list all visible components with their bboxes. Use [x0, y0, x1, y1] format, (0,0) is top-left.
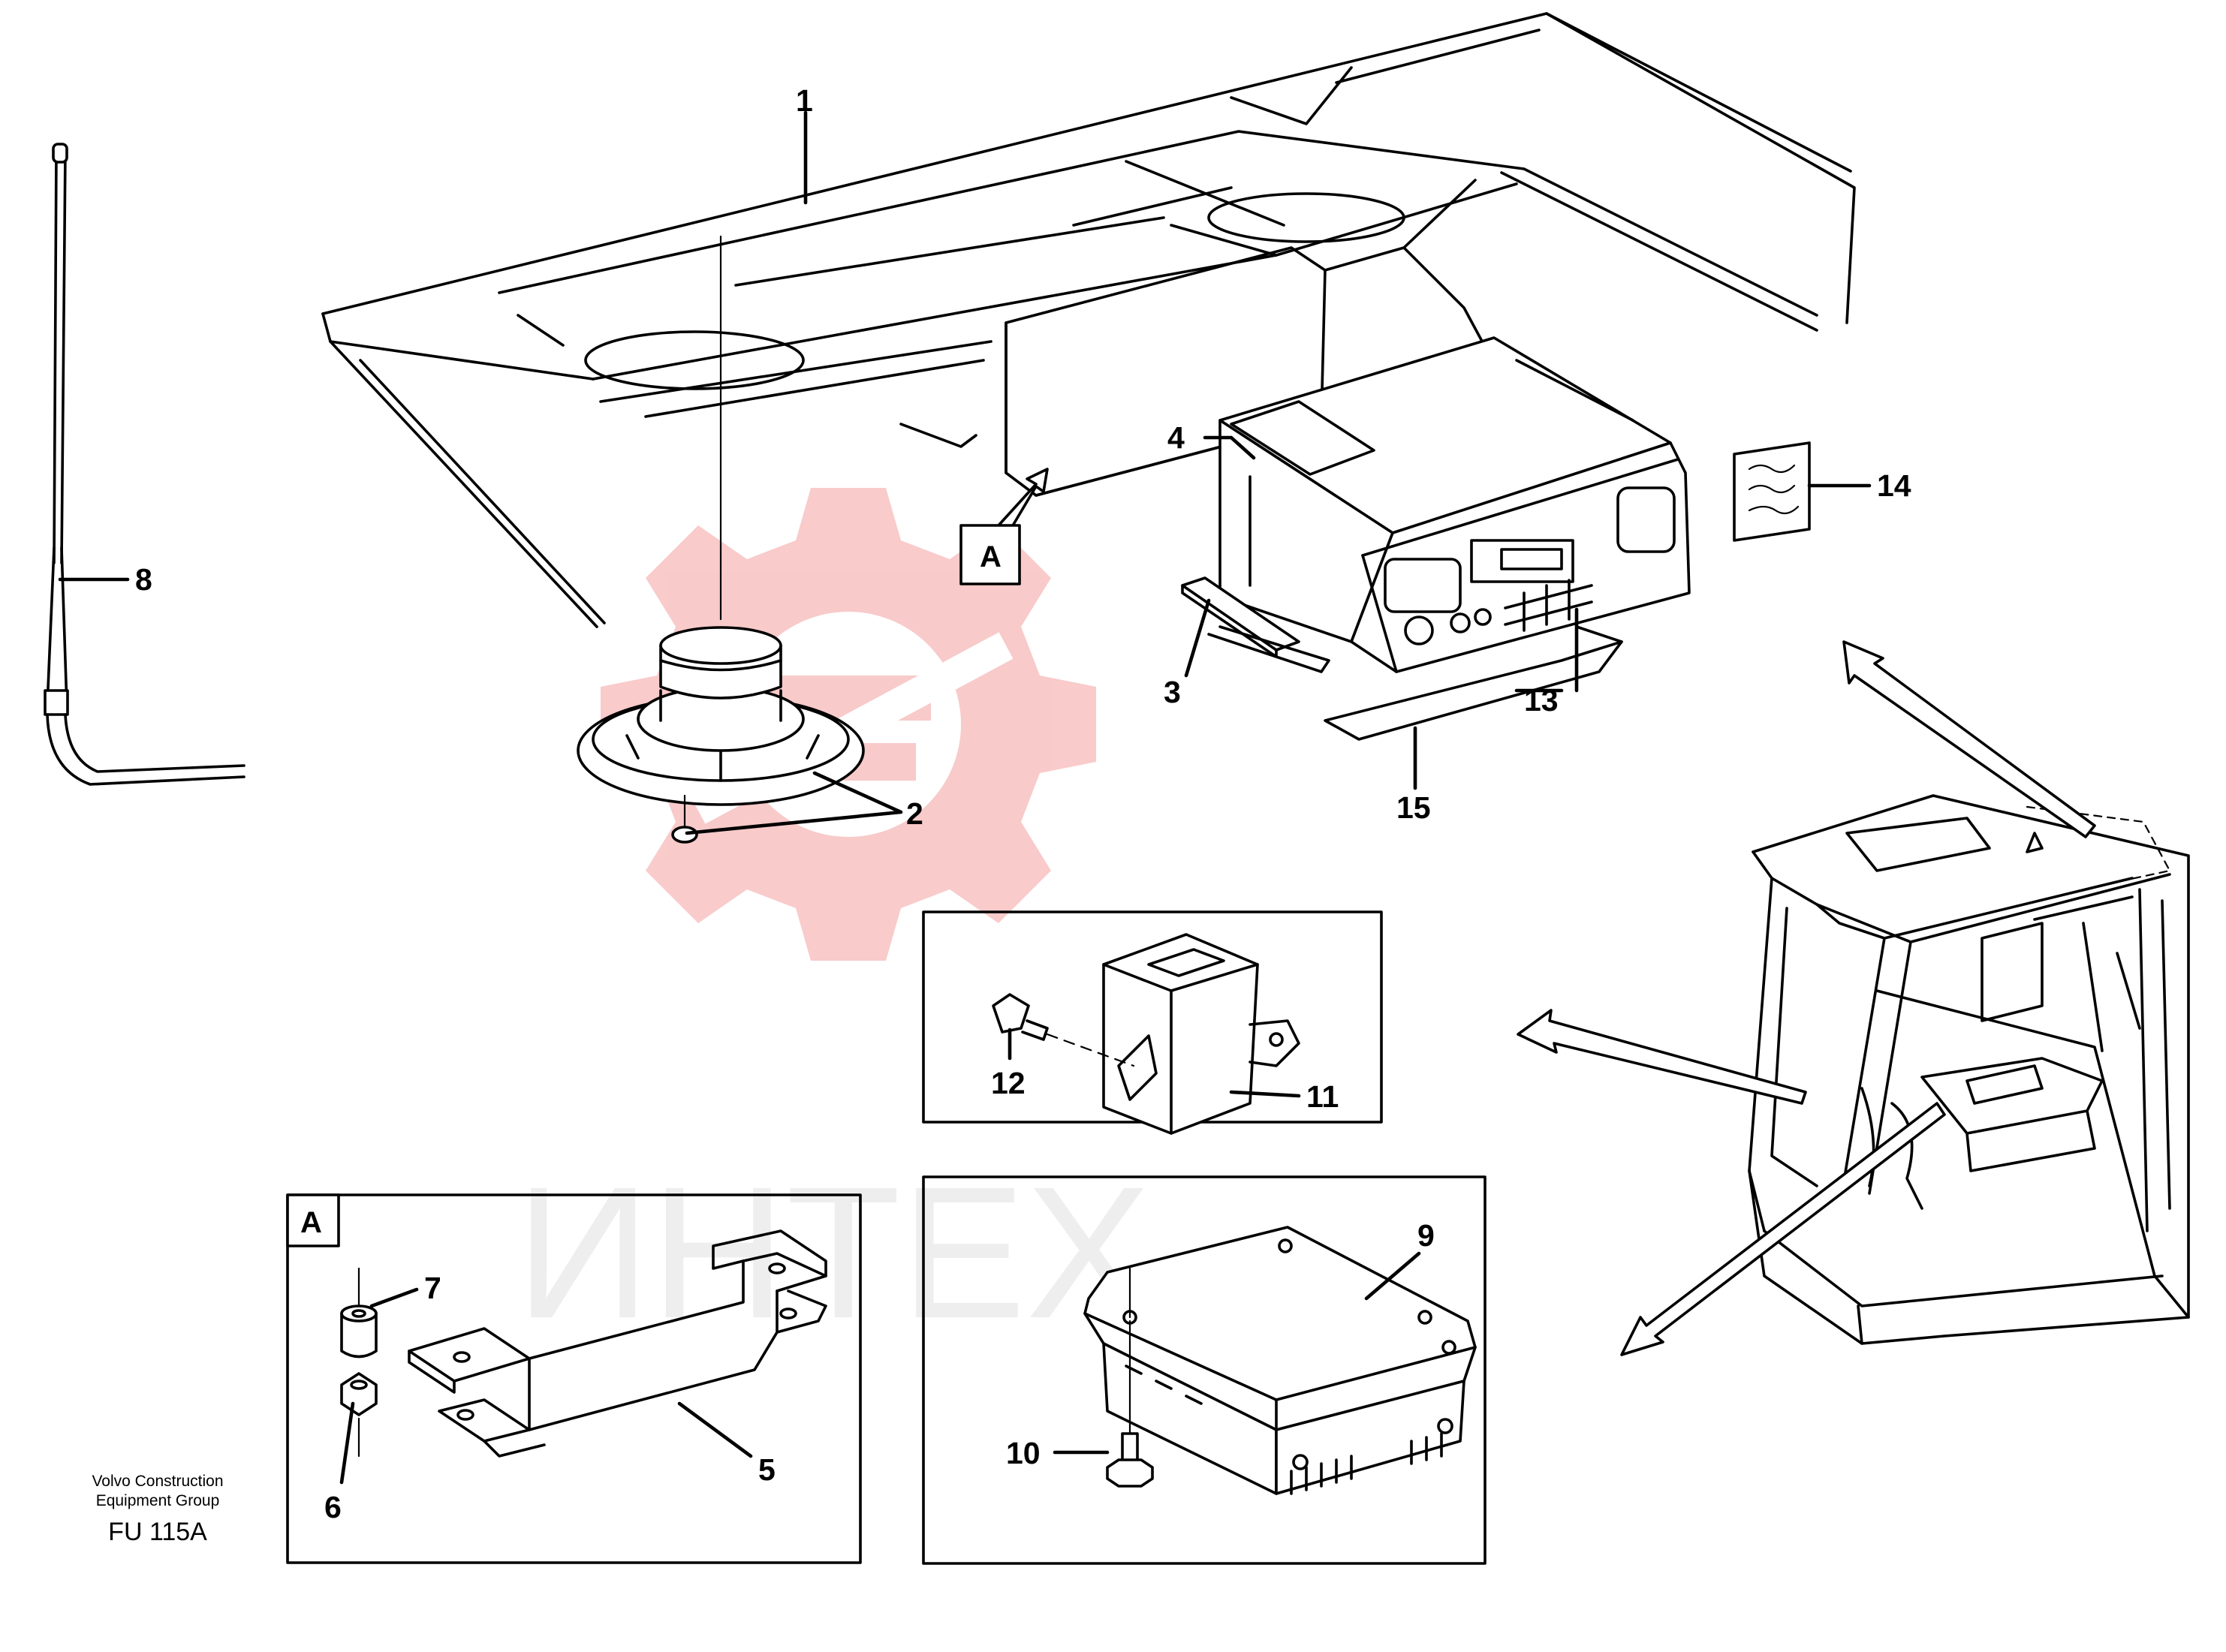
leader-line-13	[1514, 607, 1579, 693]
callout-10: 10	[1006, 1436, 1041, 1470]
electronic-unit	[1083, 1226, 1477, 1495]
arrow-to-card-icon	[1842, 640, 2096, 838]
callout-11: 11	[1306, 1079, 1339, 1114]
speaker	[577, 235, 865, 844]
detail-box-a-label: A	[300, 1206, 322, 1239]
callout-4: 4	[1167, 420, 1185, 455]
callout-9: 9	[1417, 1218, 1435, 1253]
detail-box-9	[922, 1175, 1487, 1565]
screw-12-icon	[992, 993, 1135, 1067]
detail-ref-label: A	[980, 540, 1002, 573]
footer-company-line1: Volvo Construction	[92, 1473, 223, 1490]
leader-line-9	[1364, 1251, 1421, 1301]
callout-8: 8	[135, 562, 152, 597]
mounting-bracket	[408, 1229, 827, 1458]
control-module	[1102, 933, 1300, 1135]
radio-unit	[1181, 336, 1691, 741]
callout-6: 6	[324, 1490, 342, 1524]
leader-line-3	[1184, 598, 1211, 678]
detail-box-a-tag	[286, 1193, 340, 1247]
leader-line-2	[685, 771, 903, 835]
leader-line-7	[369, 1287, 419, 1308]
callout-12: 12	[991, 1066, 1026, 1100]
leader-line-6	[339, 1401, 355, 1485]
antenna	[44, 143, 245, 786]
callout-1: 1	[796, 83, 813, 118]
callout-2: 2	[906, 796, 923, 831]
leader-line-4	[1203, 435, 1256, 460]
callout-3: 3	[1164, 675, 1181, 709]
roof-panel	[321, 12, 1856, 628]
detail-box-a	[286, 1193, 862, 1564]
callout-15: 15	[1396, 790, 1431, 825]
leader-line-11	[1229, 1090, 1301, 1098]
spacer-7-icon	[340, 1267, 378, 1359]
callout-13: 13	[1524, 683, 1559, 718]
instruction-card	[1733, 441, 1811, 542]
screw-10-icon	[1106, 1319, 1154, 1488]
leader-line-5	[677, 1401, 753, 1458]
cab-overview	[1748, 794, 2190, 1345]
detail-ref-box	[959, 524, 1021, 585]
footer-company-line2: Equipment Group	[96, 1492, 220, 1509]
callout-5: 5	[758, 1452, 776, 1487]
footer-drawing-code: FU 115A	[108, 1518, 207, 1546]
nut-6-icon	[340, 1372, 378, 1458]
callout-7: 7	[424, 1271, 441, 1305]
arrow-to-box-9-icon	[1620, 1102, 1946, 1356]
arrow-to-box-11-icon	[1517, 1009, 1807, 1105]
callout-14: 14	[1877, 468, 1911, 503]
watermark-text: ИНТЕХ	[516, 1148, 1151, 1357]
